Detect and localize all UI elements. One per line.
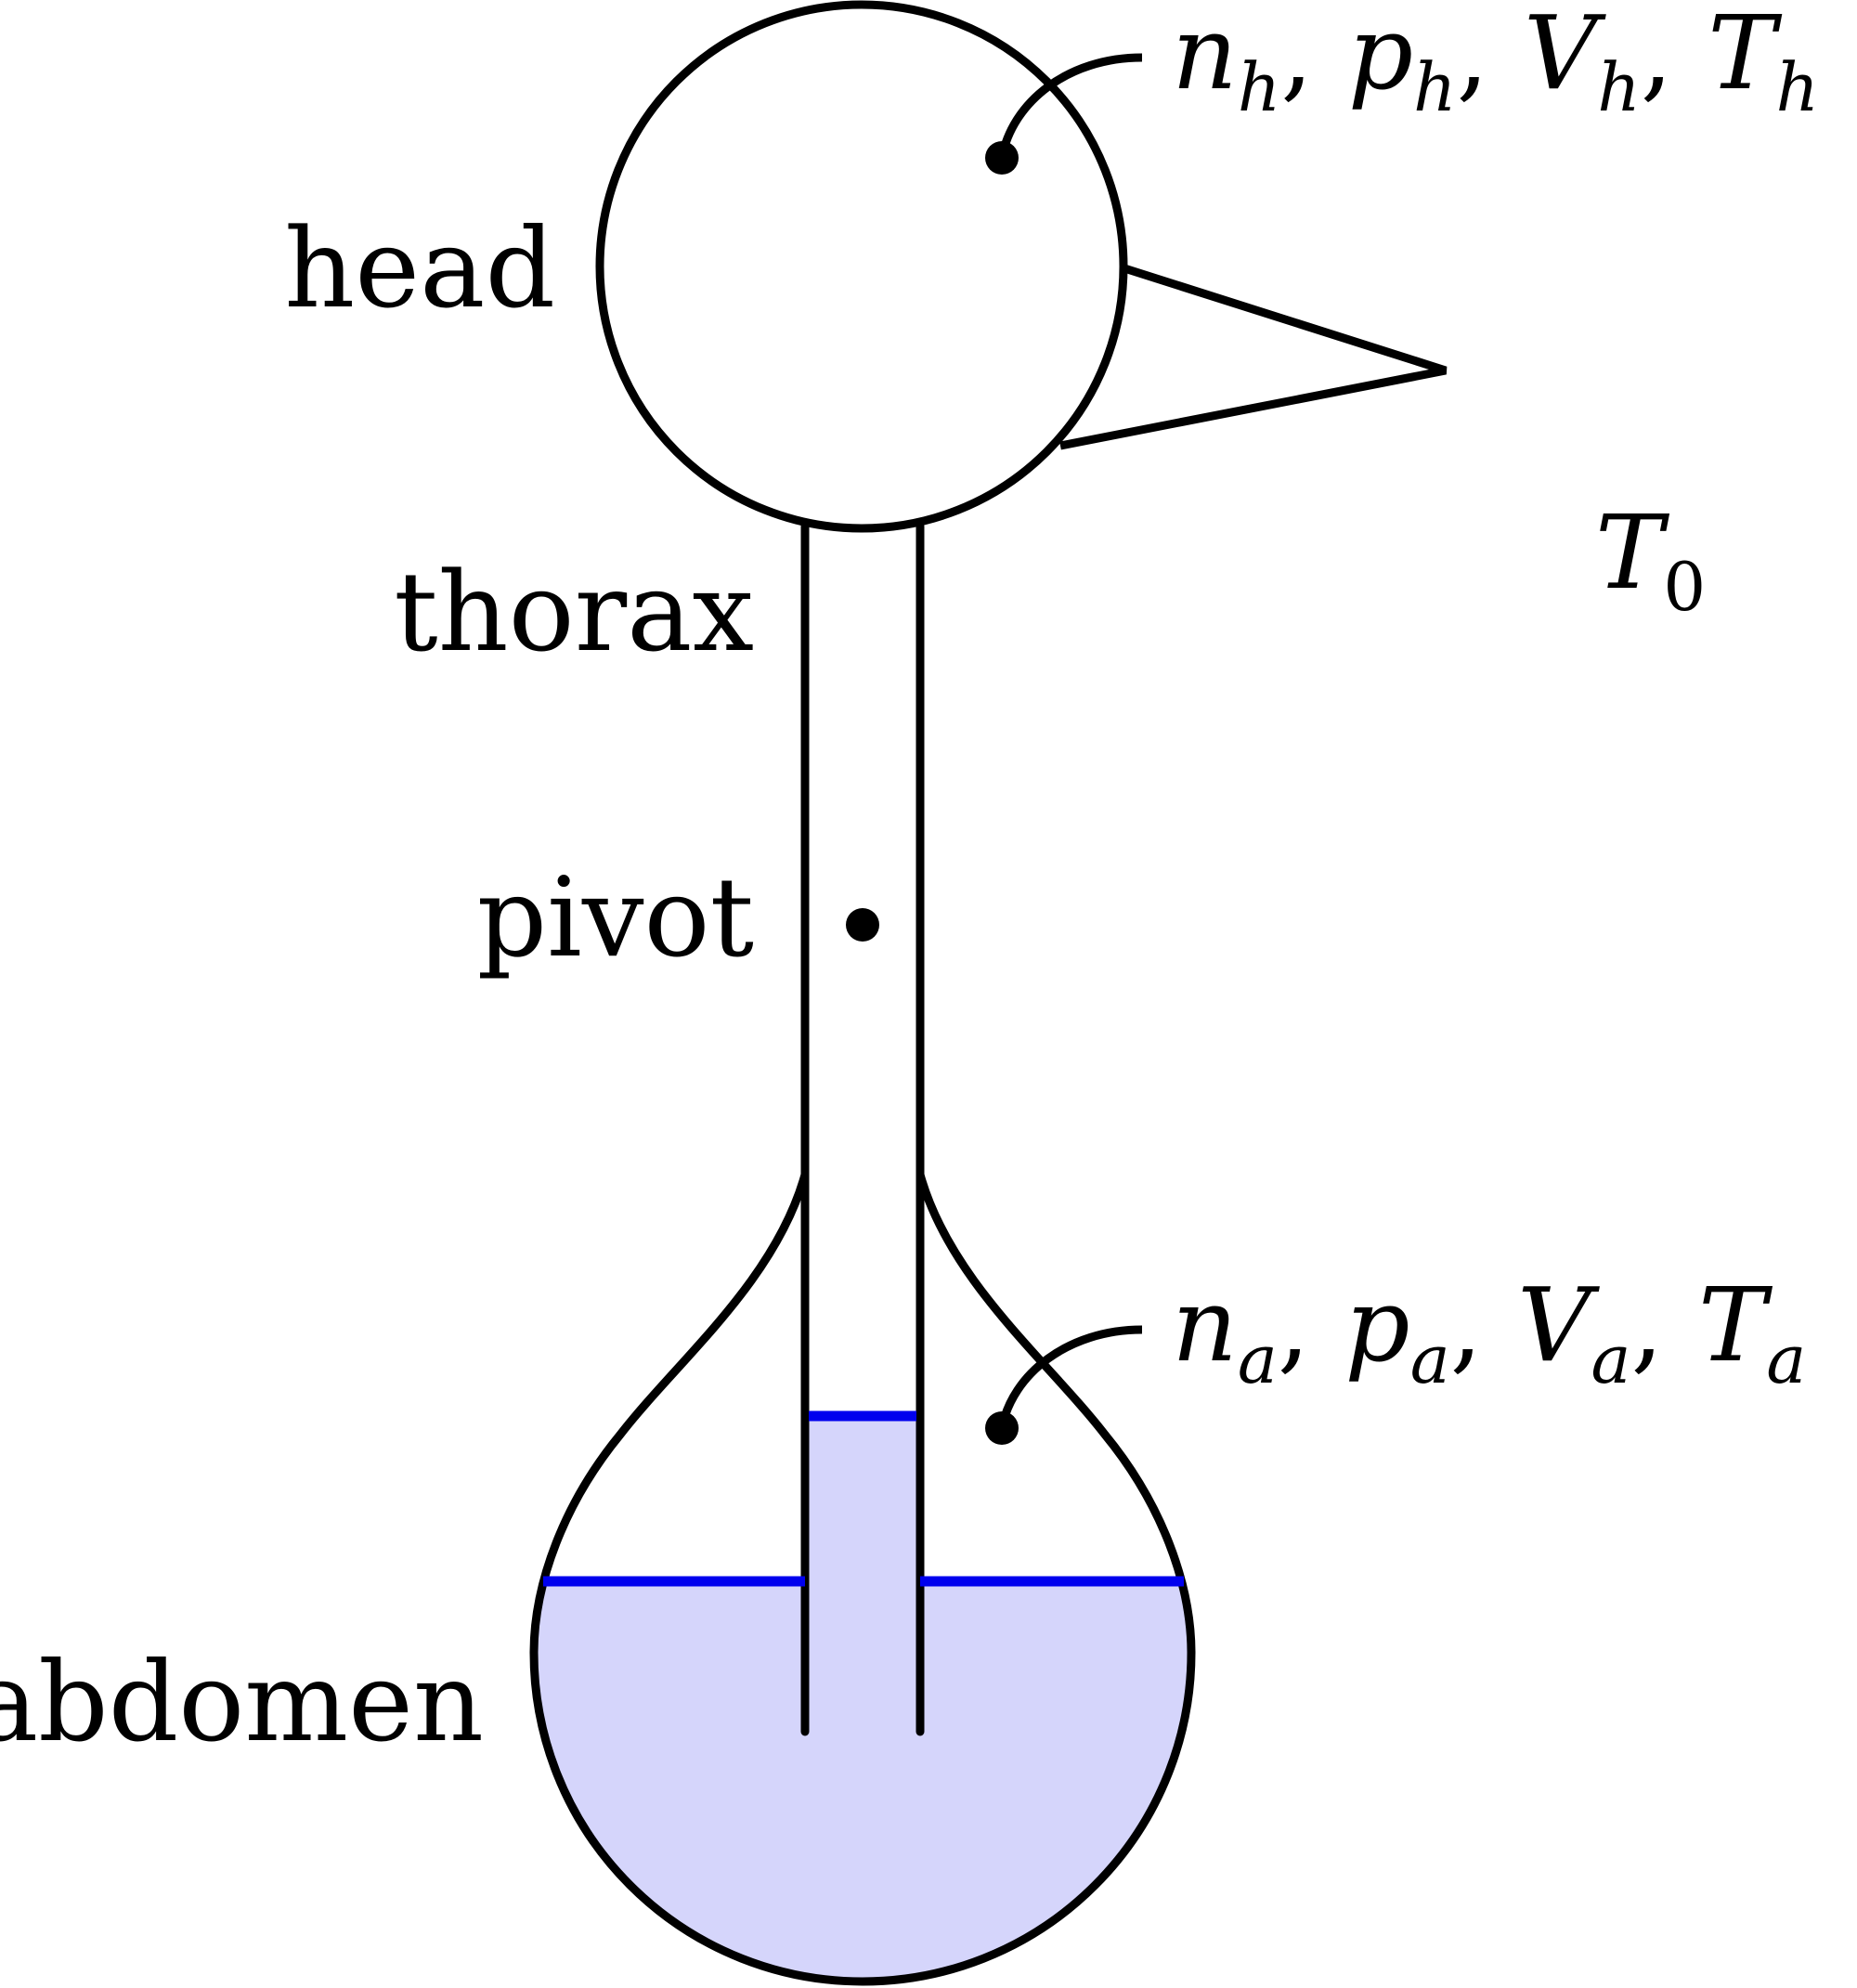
head-label: head (284, 204, 555, 332)
head-variables: nh, ph, Vh, Th (1172, 0, 1819, 126)
head-gas-leader (997, 53, 1143, 159)
head-bulb (595, 0, 1128, 533)
abdomen-bulb-bottom (529, 1652, 1196, 1986)
abdomen-liquid (535, 1581, 1193, 1984)
abdomen-label: abdomen (0, 1638, 484, 1766)
abdomen-gas-leader (997, 1325, 1143, 1429)
pivot-label: pivot (477, 853, 754, 981)
abdomen-variables: na, pa, Va, Ta (1172, 1266, 1806, 1398)
ambient-temperature: T0 (1595, 493, 1706, 626)
thorax-label: thorax (394, 548, 754, 676)
pivot-point (846, 908, 879, 942)
tube-liquid-column (805, 1416, 920, 1581)
beak (1059, 264, 1448, 450)
